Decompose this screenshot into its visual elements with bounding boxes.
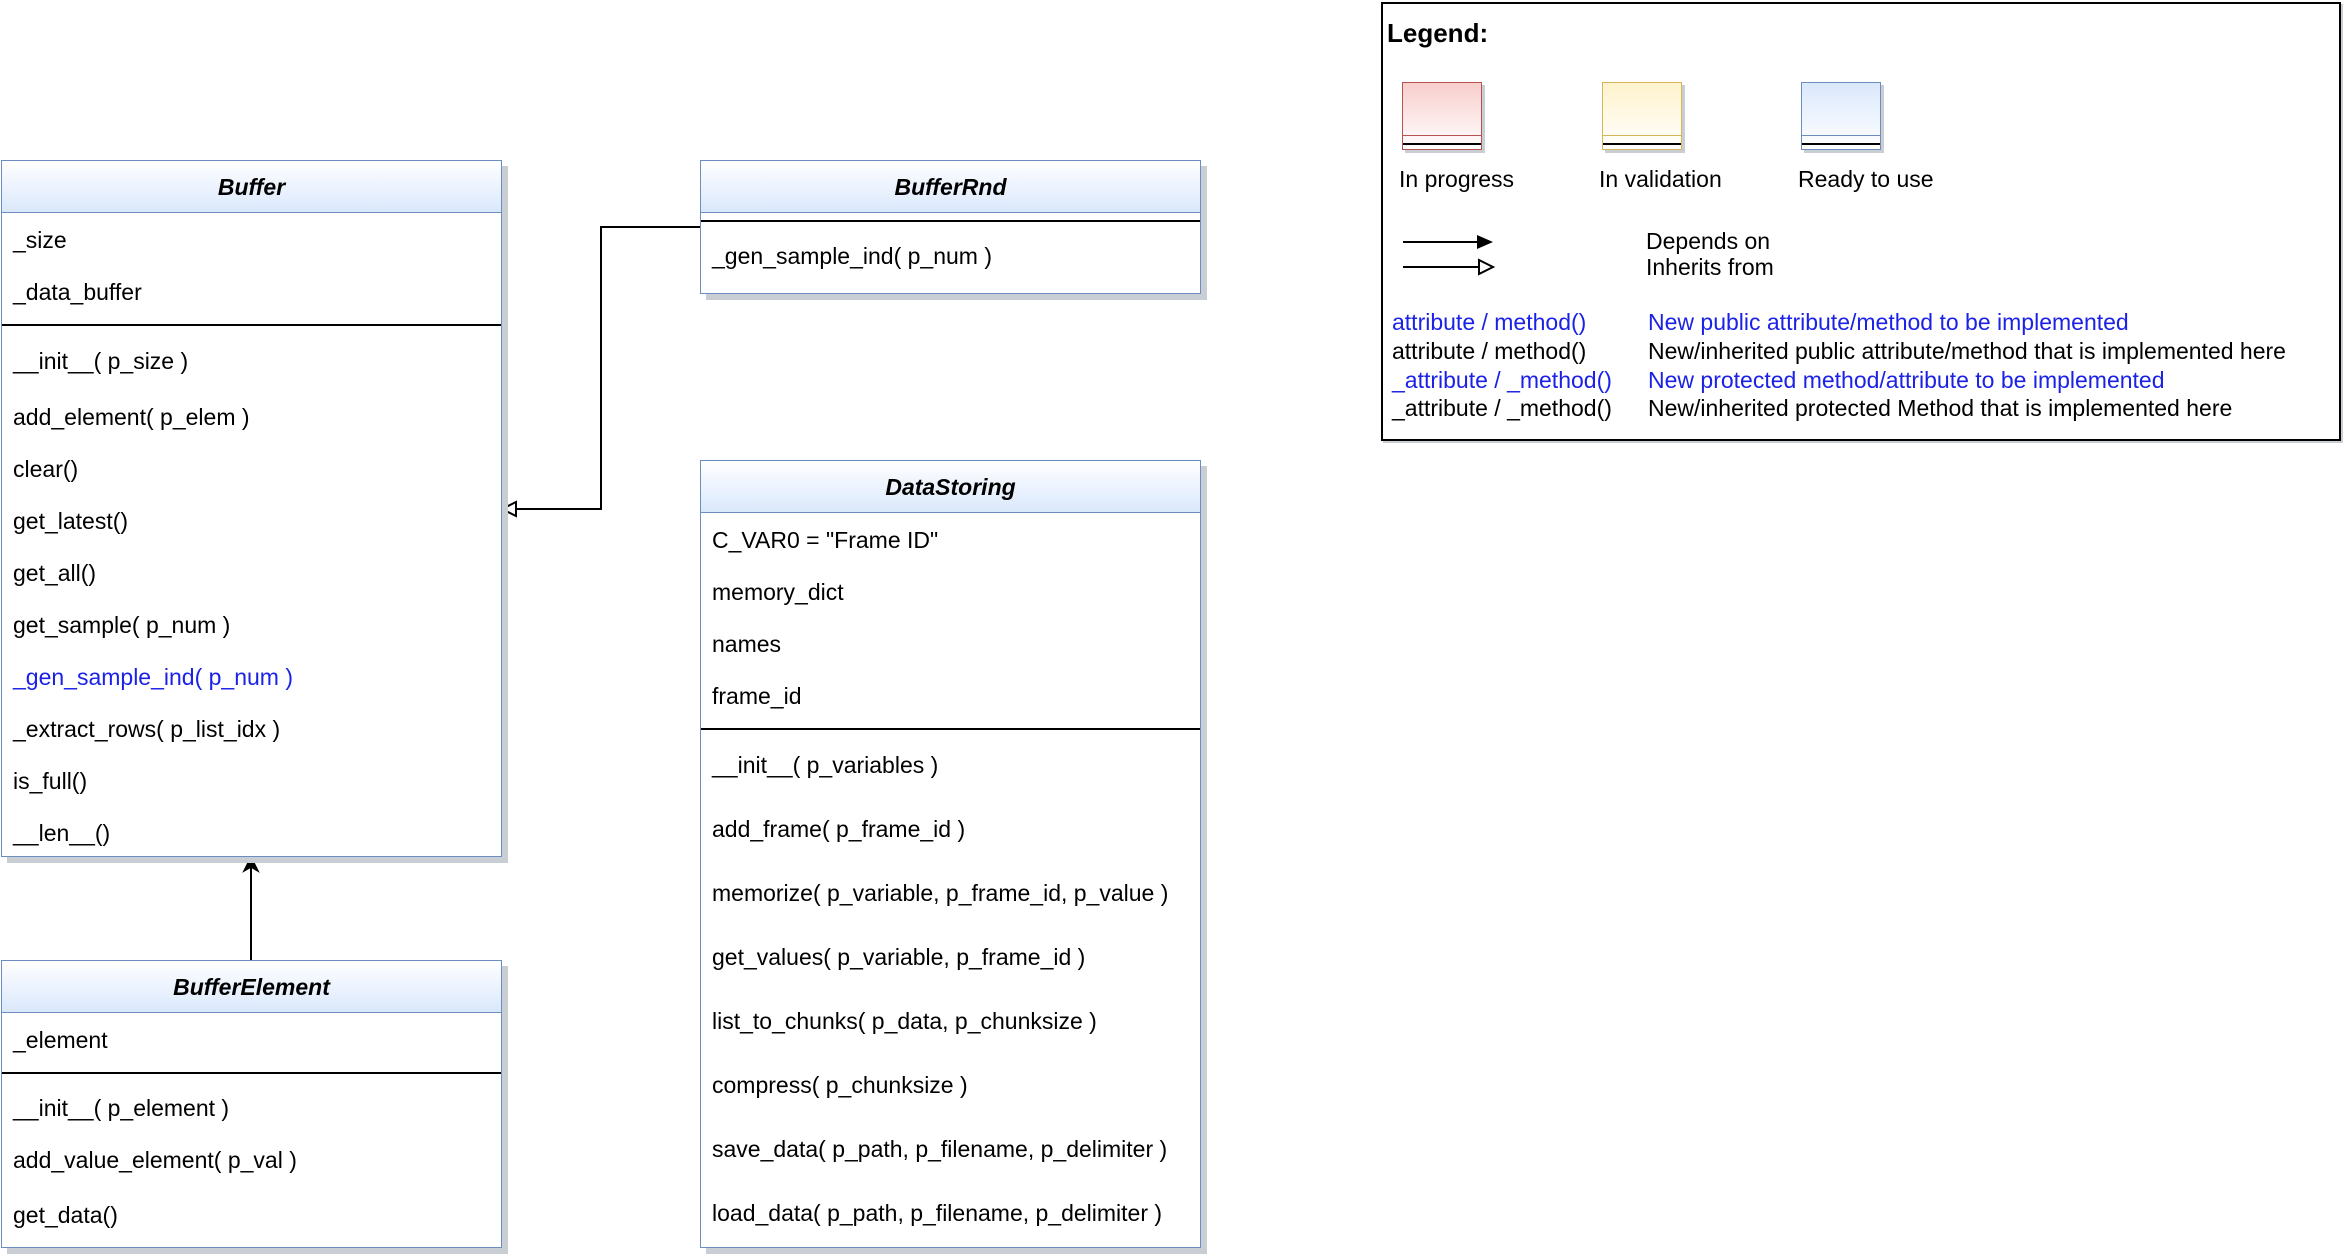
method: add_element( p_elem ) xyxy=(13,404,250,430)
method: __init__( p_element ) xyxy=(13,1095,230,1121)
method: _gen_sample_ind( p_num ) xyxy=(712,243,993,269)
attribute: _element xyxy=(13,1027,108,1053)
section-divider xyxy=(701,728,1200,730)
inherits-arrowhead xyxy=(499,500,517,518)
arrow-label: Inherits from xyxy=(1646,254,1774,280)
method: __init__( p_size ) xyxy=(13,348,189,374)
legend-entry-label: _attribute / _method() xyxy=(1392,395,1612,421)
legend-arrow-icons xyxy=(1403,235,1496,276)
attribute: names xyxy=(712,631,782,657)
inherits-edge-bufferrnd-to-buffer xyxy=(514,226,700,510)
section-divider xyxy=(701,220,1200,222)
method: compress( p_chunksize ) xyxy=(712,1072,968,1098)
class-title: DataStoring xyxy=(701,461,1200,513)
attribute: memory_dict xyxy=(712,579,844,605)
attribute: frame_id xyxy=(712,683,802,709)
method: get_values( p_variable, p_frame_id ) xyxy=(712,944,1086,970)
class-buffer: Buffer _size _data_buffer __init__( p_si… xyxy=(1,160,502,857)
ready-to-use-swatch xyxy=(1801,82,1881,150)
arrow-label: Depends on xyxy=(1646,228,1771,254)
method: add_value_element( p_val ) xyxy=(13,1147,297,1173)
method: clear() xyxy=(13,456,79,482)
legend-panel: Legend: In progress In validation Ready … xyxy=(1381,2,2341,441)
class-title: BufferRnd xyxy=(701,161,1200,213)
in-progress-swatch xyxy=(1402,82,1482,150)
attribute: _size xyxy=(13,227,67,253)
class-title: BufferElement xyxy=(2,961,501,1013)
class-bufferelement: BufferElement _element __init__( p_eleme… xyxy=(1,960,502,1248)
depends-arrowhead xyxy=(242,855,260,873)
method: list_to_chunks( p_data, p_chunksize ) xyxy=(712,1008,1097,1034)
legend-entry-label: attribute / method() xyxy=(1392,309,1587,335)
in-validation-swatch xyxy=(1602,82,1682,150)
legend-entry-desc: New public attribute/method to be implem… xyxy=(1648,309,2129,335)
method: add_frame( p_frame_id ) xyxy=(712,816,966,842)
status-label: In progress xyxy=(1399,166,1515,192)
method-to-implement: _gen_sample_ind( p_num ) xyxy=(13,664,294,690)
legend-entry-label: attribute / method() xyxy=(1392,338,1587,364)
section-divider xyxy=(2,1072,501,1074)
method: _extract_rows( p_list_idx ) xyxy=(13,716,281,742)
section-divider xyxy=(2,324,501,326)
status-label: Ready to use xyxy=(1798,166,1934,192)
method: save_data( p_path, p_filename, p_delimit… xyxy=(712,1136,1168,1162)
method: get_latest() xyxy=(13,508,129,534)
method: load_data( p_path, p_filename, p_delimit… xyxy=(712,1200,1163,1226)
legend-title: Legend: xyxy=(1387,18,1489,48)
legend-entry-desc: New/inherited protected Method that is i… xyxy=(1648,395,2233,421)
method: is_full() xyxy=(13,768,88,794)
legend-entry-desc: New/inherited public attribute/method th… xyxy=(1648,338,2286,364)
attribute: _data_buffer xyxy=(13,279,142,305)
class-bufferrnd: BufferRnd _gen_sample_ind( p_num ) xyxy=(700,160,1201,294)
class-datastoring: DataStoring C_VAR0 = "Frame ID" memory_d… xyxy=(700,460,1201,1248)
method: memorize( p_variable, p_frame_id, p_valu… xyxy=(712,880,1169,906)
class-title: Buffer xyxy=(2,161,501,213)
legend-entry-label: _attribute / _method() xyxy=(1392,367,1612,393)
legend-entry-desc: New protected method/attribute to be imp… xyxy=(1648,367,2165,393)
method: get_data() xyxy=(13,1202,118,1228)
method: get_all() xyxy=(13,560,97,586)
status-label: In validation xyxy=(1599,166,1722,192)
method: __init__( p_variables ) xyxy=(712,752,939,778)
method: get_sample( p_num ) xyxy=(13,612,231,638)
attribute: C_VAR0 = "Frame ID" xyxy=(712,527,939,553)
method: __len__() xyxy=(13,820,111,846)
